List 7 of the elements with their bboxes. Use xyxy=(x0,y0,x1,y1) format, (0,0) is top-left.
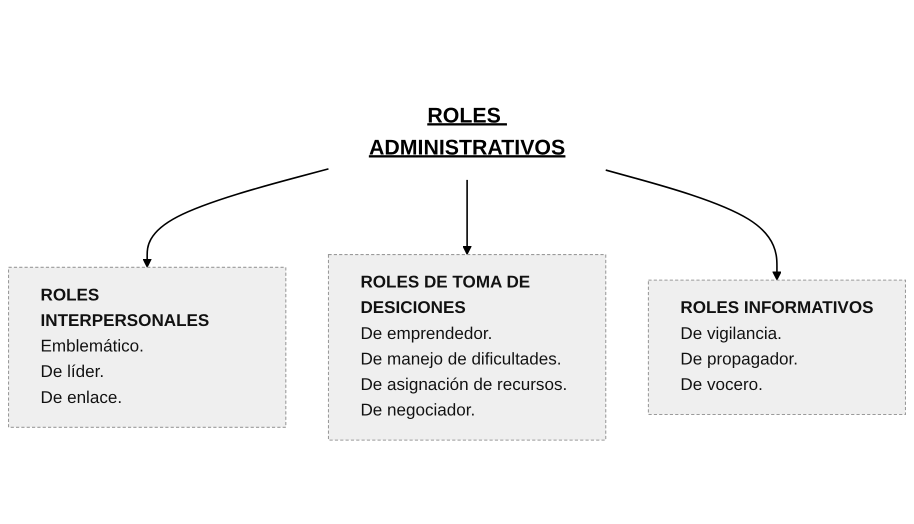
node-text: ROLES ADMINISTRATIVOS xyxy=(368,104,566,160)
node-box: ROLES INTERPERSONALES Emblemático. De líder. De enlace. xyxy=(8,266,286,428)
node-box: ROLES INFORMATIVOS De vigilancia. De propagador. De vocero. xyxy=(648,280,906,416)
arrow xyxy=(462,180,472,255)
arrow xyxy=(606,169,782,281)
node-box: ROLES DE TOMA DE DESICIONES De emprendedor. De manejo de dificultades. De asignación de recursos. De negociador. xyxy=(328,254,606,441)
arrow xyxy=(142,168,329,268)
